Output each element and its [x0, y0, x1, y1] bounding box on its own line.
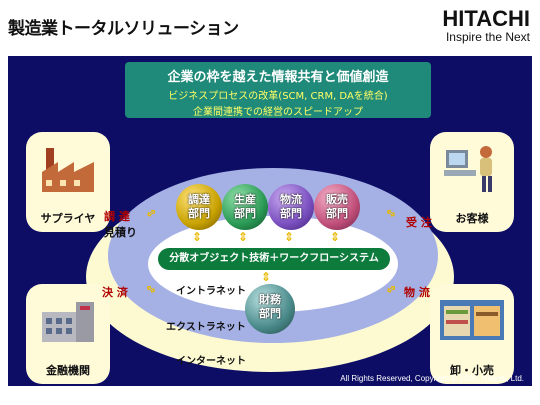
customer-icon: [444, 146, 492, 192]
dept-procurement: 調達 部門: [176, 184, 222, 230]
arrow-logistics: ⇕: [284, 230, 295, 244]
arrow-sales: ⇕: [330, 230, 341, 244]
dept-production-label: 生産 部門: [234, 193, 256, 220]
net-extranet: エクストラネット: [166, 322, 246, 333]
finance-label: 金融機関: [46, 364, 90, 377]
dept-finance-label: 財務 部門: [259, 293, 281, 320]
wholesale-label: 卸・小売: [450, 364, 494, 377]
dept-logistics-label: 物流 部門: [280, 193, 302, 220]
system-bar: 分散オブジェクト技術＋ワークフローシステム: [158, 248, 390, 270]
dept-procurement-label: 調達 部門: [188, 193, 210, 220]
customer-label: お客様: [455, 212, 489, 225]
label-procurement: 調 達: [104, 210, 130, 223]
net-internet: インターネット: [176, 356, 246, 367]
arrow-procurement: ⇕: [192, 230, 203, 244]
store-icon: [440, 300, 504, 340]
corner-wholesale: 卸・小売: [430, 284, 514, 384]
banner-headline: 企業の枠を越えた情報共有と価値創造: [167, 70, 389, 85]
supplier-label: サプライヤ: [40, 212, 96, 225]
label-logistics: 物 流: [404, 286, 430, 299]
arrow-production: ⇕: [238, 230, 249, 244]
brand-logo: HITACHI Inspire the Next: [442, 6, 530, 44]
factory-icon: [42, 148, 94, 192]
headline-banner: 企業の枠を越えた情報共有と価値創造 ビジネスプロセスの改革(SCM, CRM, …: [125, 62, 431, 118]
corner-supplier: サプライヤ: [26, 132, 110, 232]
bank-icon: [42, 302, 94, 342]
dept-finance: 財務 部門: [245, 284, 295, 334]
brand-tagline: Inspire the Next: [445, 30, 530, 44]
label-estimate: 見積り: [104, 226, 137, 239]
dept-logistics: 物流 部門: [268, 184, 314, 230]
corner-finance: 金融機関: [26, 284, 110, 384]
diagram-panel: 企業の枠を越えた情報共有と価値創造 ビジネスプロセスの改革(SCM, CRM, …: [8, 56, 532, 386]
corner-customer: お客様: [430, 132, 514, 232]
copyright-footer: All Rights Reserved, Copyright © 2000, H…: [340, 374, 524, 383]
banner-line-1: ビジネスプロセスの改革(SCM, CRM, DAを統合): [168, 91, 388, 102]
dept-sales-label: 販売 部門: [326, 193, 348, 220]
brand-name: HITACHI: [442, 6, 530, 31]
dept-sales: 販売 部門: [314, 184, 360, 230]
page-title: 製造業トータルソリューション: [8, 19, 239, 39]
label-order: 受 注: [406, 216, 432, 229]
banner-line-2: 企業間連携での経営のスピードアップ: [193, 107, 363, 118]
label-settlement: 決 済: [102, 286, 128, 299]
net-intranet: イントラネット: [176, 286, 246, 297]
dept-production: 生産 部門: [222, 184, 268, 230]
arrow-finance: ⇕: [261, 270, 272, 284]
